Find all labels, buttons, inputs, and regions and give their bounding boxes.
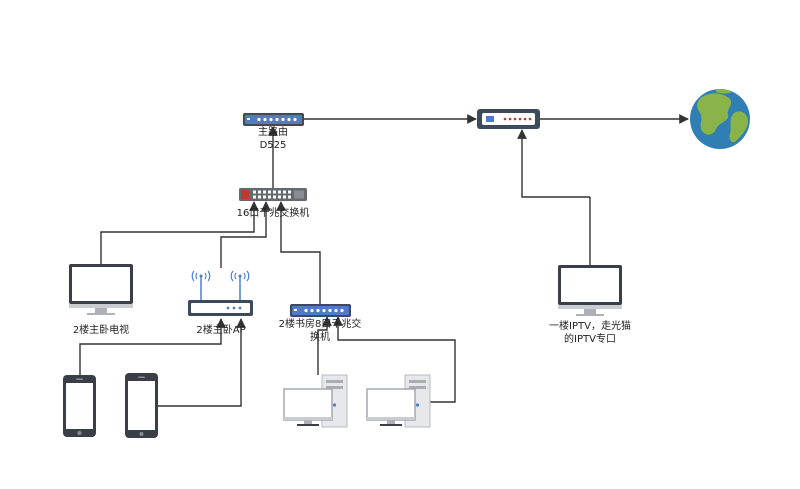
edge-pc1-to-study	[317, 316, 332, 375]
edge-ap-to-switch16	[220, 201, 271, 268]
optical-modem-icon	[477, 109, 540, 129]
edge-iptv-to-modem-up	[517, 129, 590, 198]
edge-pc2-to-study	[333, 316, 456, 403]
desktop-pc-icon	[366, 374, 431, 428]
router-icon	[243, 113, 304, 126]
study-switch-label-line2: 换机	[310, 330, 330, 343]
edge-tv-to-switch16	[100, 201, 259, 264]
wireless-router-icon	[188, 270, 253, 316]
switch16-label: 16口千兆交换机	[237, 206, 310, 219]
iptv-label-line1: 一楼IPTV，走光猫	[549, 319, 631, 332]
study-switch-label-line1: 2楼书房8口千兆交	[279, 317, 362, 330]
edge-phone2-to-ap	[157, 318, 246, 407]
smartphone-icon	[125, 373, 158, 438]
desktop-pc-icon	[283, 374, 348, 428]
switch-icon	[290, 304, 351, 317]
edge-study-to-switch16	[276, 201, 321, 304]
main-router-model-label: D525	[260, 140, 287, 151]
switch-icon	[239, 188, 307, 201]
smartphone-icon	[63, 375, 96, 437]
tv-label: 2楼主卧电视	[73, 323, 129, 336]
main-router-label: 主路由	[258, 125, 288, 138]
ap-label: 2楼主卧AP	[196, 323, 245, 336]
edge-phone1-to-ap	[79, 318, 226, 375]
connectors	[79, 114, 689, 407]
monitor-icon	[69, 264, 133, 315]
monitor-icon	[558, 265, 622, 316]
globe-icon	[690, 89, 750, 149]
iptv-label-line2: 的IPTV专口	[564, 332, 616, 345]
